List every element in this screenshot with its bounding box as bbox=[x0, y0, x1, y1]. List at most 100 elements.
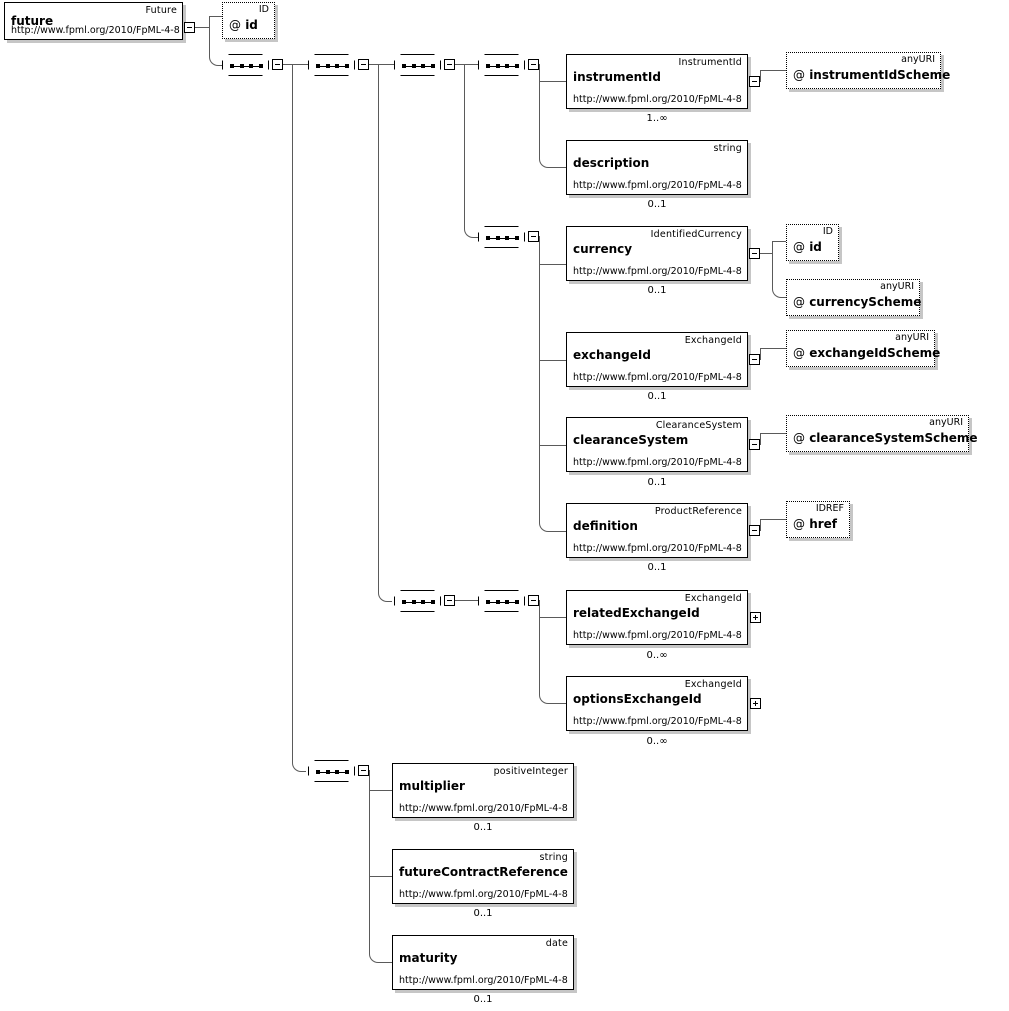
attribute-type-href: IDREF bbox=[815, 503, 844, 514]
attribute-box-href[interactable]: IDREF @ href bbox=[786, 501, 850, 538]
attribute-box-id[interactable]: ID @ id bbox=[222, 2, 275, 39]
sequence-dots-icon bbox=[402, 64, 435, 68]
element-namespace-optionsExchangeId: http://www.fpml.org/2010/FpML-4-8 bbox=[573, 716, 742, 727]
sequence-dots-icon bbox=[316, 64, 349, 68]
cardinality-definition: 0..1 bbox=[647, 562, 667, 573]
toggle-optionsExchangeId[interactable] bbox=[750, 698, 761, 709]
element-type-currency: IdentifiedCurrency bbox=[650, 229, 742, 240]
attribute-label-exchangeIdScheme: exchangeIdScheme bbox=[809, 346, 941, 360]
element-namespace-future: http://www.fpml.org/2010/FpML-4-8 bbox=[11, 25, 180, 36]
sequence-node-root[interactable] bbox=[222, 54, 269, 76]
connector-exchangeIdScheme-horz bbox=[760, 348, 786, 349]
element-box-futureContractReference[interactable]: string futureContractReference http://ww… bbox=[392, 849, 574, 904]
element-namespace-instrumentId: http://www.fpml.org/2010/FpML-4-8 bbox=[573, 94, 742, 105]
sequence-node-instrument[interactable] bbox=[478, 54, 525, 76]
toggle-future[interactable] bbox=[184, 22, 195, 33]
element-box-optionsExchangeId[interactable]: ExchangeId optionsExchangeId http://www.… bbox=[566, 676, 748, 731]
connector-href-horz bbox=[760, 519, 786, 520]
attribute-type-currency-id: ID bbox=[822, 226, 833, 237]
sequence-dots-icon bbox=[486, 236, 519, 240]
element-box-clearanceSystem[interactable]: ClearanceSystem clearanceSystem http://w… bbox=[566, 417, 748, 472]
sequence-node-exchange-inner[interactable] bbox=[478, 590, 525, 612]
element-namespace-description: http://www.fpml.org/2010/FpML-4-8 bbox=[573, 180, 742, 191]
element-box-currency[interactable]: IdentifiedCurrency currency http://www.f… bbox=[566, 226, 748, 281]
cardinality-multiplier: 0..1 bbox=[473, 822, 493, 833]
cardinality-maturity: 0..1 bbox=[473, 994, 493, 1005]
at-symbol-icon: @ bbox=[793, 68, 805, 82]
toggle-sequence-currency[interactable] bbox=[528, 231, 539, 242]
element-name-futureContractReference: futureContractReference bbox=[399, 865, 568, 879]
connector-level2-to-exchange bbox=[378, 64, 392, 602]
sequence-node-future-group[interactable] bbox=[308, 760, 355, 782]
element-type-exchangeId: ExchangeId bbox=[684, 335, 742, 346]
attribute-label-instrumentIdScheme: instrumentIdScheme bbox=[809, 68, 951, 82]
toggle-sequence-exchange[interactable] bbox=[444, 595, 455, 606]
cardinality-instrumentId: 1..∞ bbox=[646, 113, 668, 124]
connector-to-maturity bbox=[369, 876, 393, 963]
element-box-definition[interactable]: ProductReference definition http://www.f… bbox=[566, 503, 748, 558]
cardinality-optionsExchangeId: 0..∞ bbox=[646, 736, 668, 747]
attribute-box-currencyScheme[interactable]: anyURI @ currencyScheme bbox=[786, 279, 922, 316]
at-symbol-icon: @ bbox=[229, 18, 241, 32]
connector-currencyScheme-elbow bbox=[772, 253, 787, 298]
connector-to-currency bbox=[539, 264, 566, 265]
attribute-box-clearanceSystemScheme[interactable]: anyURI @ clearanceSystemScheme bbox=[786, 415, 978, 452]
toggle-clearanceSystem[interactable] bbox=[749, 439, 760, 450]
element-box-future[interactable]: Future future http://www.fpml.org/2010/F… bbox=[4, 2, 183, 40]
toggle-relatedExchangeId[interactable] bbox=[750, 612, 761, 623]
sequence-node-level3[interactable] bbox=[394, 54, 441, 76]
element-name-maturity: maturity bbox=[399, 951, 458, 965]
toggle-definition[interactable] bbox=[749, 525, 760, 536]
toggle-sequence-root[interactable] bbox=[272, 59, 283, 70]
connector-future-id-horz bbox=[209, 16, 222, 17]
attribute-box-currency-id[interactable]: ID @ id bbox=[786, 224, 839, 261]
toggle-sequence-instrument[interactable] bbox=[528, 59, 539, 70]
attribute-label-id: id bbox=[245, 18, 258, 32]
toggle-instrumentId[interactable] bbox=[749, 76, 760, 87]
element-box-description[interactable]: string description http://www.fpml.org/2… bbox=[566, 140, 748, 195]
attribute-type-id: ID bbox=[258, 4, 269, 15]
element-box-relatedExchangeId[interactable]: ExchangeId relatedExchangeId http://www.… bbox=[566, 590, 748, 645]
sequence-node-currency[interactable] bbox=[478, 226, 525, 248]
toggle-sequence-exchange-inner[interactable] bbox=[528, 595, 539, 606]
connector-currency-trunk2 bbox=[539, 264, 540, 360]
element-box-multiplier[interactable]: positiveInteger multiplier http://www.fp… bbox=[392, 763, 574, 818]
element-box-instrumentId[interactable]: InstrumentId instrumentId http://www.fpm… bbox=[566, 54, 748, 109]
connector-exchangeIdScheme-vert bbox=[760, 348, 761, 360]
element-type-futureContractReference: string bbox=[539, 852, 568, 863]
attribute-box-exchangeIdScheme[interactable]: anyURI @ exchangeIdScheme bbox=[786, 330, 940, 367]
connector-future-group-trunk bbox=[369, 770, 370, 790]
connector-currency-trunk bbox=[539, 236, 540, 264]
attribute-name-instrumentIdScheme: @ instrumentIdScheme bbox=[793, 68, 950, 82]
toggle-sequence-level2[interactable] bbox=[358, 59, 369, 70]
connector-to-description bbox=[539, 81, 567, 168]
sequence-node-exchange[interactable] bbox=[394, 590, 441, 612]
connector-currency-id-vert bbox=[772, 241, 773, 253]
element-namespace-futureContractReference: http://www.fpml.org/2010/FpML-4-8 bbox=[399, 889, 568, 900]
element-box-maturity[interactable]: date maturity http://www.fpml.org/2010/F… bbox=[392, 935, 574, 990]
cardinality-relatedExchangeId: 0..∞ bbox=[646, 650, 668, 661]
connector-clearanceSystemScheme-horz bbox=[760, 433, 786, 434]
connector-instrumentIdScheme-in bbox=[772, 70, 786, 71]
attribute-name-href: @ href bbox=[793, 517, 837, 531]
toggle-sequence-future-group[interactable] bbox=[358, 765, 369, 776]
connector-currency-trunk3 bbox=[539, 360, 540, 445]
connector-to-relatedExchangeId bbox=[539, 617, 566, 618]
toggle-currency[interactable] bbox=[749, 248, 760, 259]
sequence-dots-icon bbox=[402, 600, 435, 604]
connector-to-optionsExchangeId bbox=[539, 617, 567, 704]
attribute-label-currencyScheme: currencyScheme bbox=[809, 295, 922, 309]
connector-to-definition bbox=[539, 445, 567, 532]
attribute-box-instrumentIdScheme[interactable]: anyURI @ instrumentIdScheme bbox=[786, 52, 950, 89]
attribute-label-currency-id: id bbox=[809, 240, 822, 254]
sequence-dots-icon bbox=[486, 64, 519, 68]
toggle-exchangeId[interactable] bbox=[749, 354, 760, 365]
toggle-sequence-level3[interactable] bbox=[444, 59, 455, 70]
sequence-node-level2[interactable] bbox=[308, 54, 355, 76]
element-type-multiplier: positiveInteger bbox=[493, 766, 568, 777]
connector-root-to-future-branch bbox=[292, 64, 306, 772]
element-namespace-clearanceSystem: http://www.fpml.org/2010/FpML-4-8 bbox=[573, 457, 742, 468]
attribute-type-instrumentIdScheme: anyURI bbox=[901, 54, 935, 65]
element-box-exchangeId[interactable]: ExchangeId exchangeId http://www.fpml.or… bbox=[566, 332, 748, 387]
